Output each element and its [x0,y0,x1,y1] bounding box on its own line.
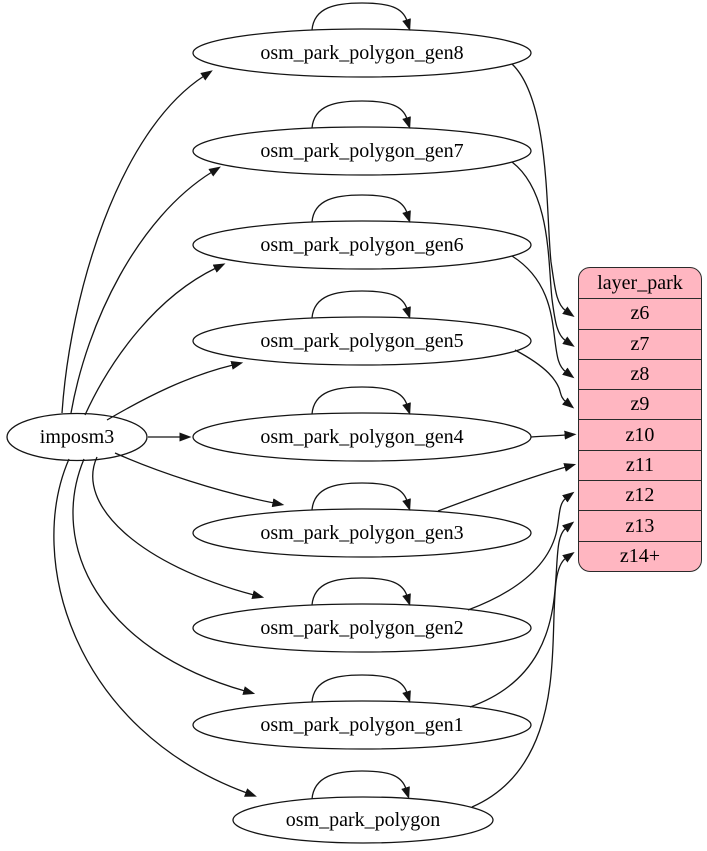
node-osm-park-polygon-gen5 [192,316,532,366]
layer-row-z7: z7 [579,328,701,359]
edge-imposm3-gen6 [84,263,226,416]
edge-imposm3-gen7 [70,166,221,414]
edge-gen4-z10 [530,430,577,440]
layer-row-z13: z13 [579,510,701,540]
edge-imposm3-gen8 [61,70,213,414]
layer-row-z14: z14+ [579,540,701,571]
layer-row-z10: z10 [579,419,701,449]
selfloop-gen6 [311,194,411,224]
node-osm-park-polygon-gen4 [192,412,532,462]
selfloop-gen3 [311,482,411,512]
edge-osm-park-polygon-z14 [471,552,575,808]
edge-gen7-z7 [511,161,575,347]
node-osm-park-polygon-gen8 [192,28,532,78]
edge-gen5-z9 [514,349,575,409]
node-osm-park-polygon-gen6 [192,220,532,270]
edge-imposm3-gen3 [114,452,285,508]
edge-gen6-z8 [511,255,575,379]
layer-park-table: layer_park z6 z7 z8 z9 z10 z11 z12 z13 z… [578,267,702,572]
node-osm-park-polygon-gen3 [192,508,532,558]
node-osm-park-polygon-gen2 [192,603,532,653]
layer-row-z12: z12 [579,480,701,510]
layer-row-z6: z6 [579,298,701,328]
node-osm-park-polygon-gen7 [192,126,532,176]
selfloop-gen5 [311,290,411,320]
selfloop-osm-park-polygon [311,770,410,800]
edge-imposm3-gen1 [72,458,256,695]
selfloop-gen4 [311,386,411,416]
edge-imposm3-gen2 [92,456,265,599]
edge-gen2-z12 [467,491,575,611]
node-osm-park-polygon [232,796,494,844]
edge-gen8-z6 [511,63,575,318]
selfloop-gen8 [311,2,411,32]
selfloop-gen1 [311,674,411,704]
edge-imposm3-osm-park-polygon [53,458,257,797]
selfloop-gen7 [311,100,411,130]
node-imposm3 [6,412,148,462]
node-osm-park-polygon-gen1 [192,700,532,750]
edge-gen3-z11 [437,463,577,512]
layer-park-header: layer_park [597,271,683,294]
layer-row-z8: z8 [579,358,701,389]
layer-row-z11: z11 [579,449,701,480]
edge-imposm3-gen5 [106,360,244,421]
layer-row-z9: z9 [579,389,701,419]
selfloop-gen2 [311,577,411,607]
